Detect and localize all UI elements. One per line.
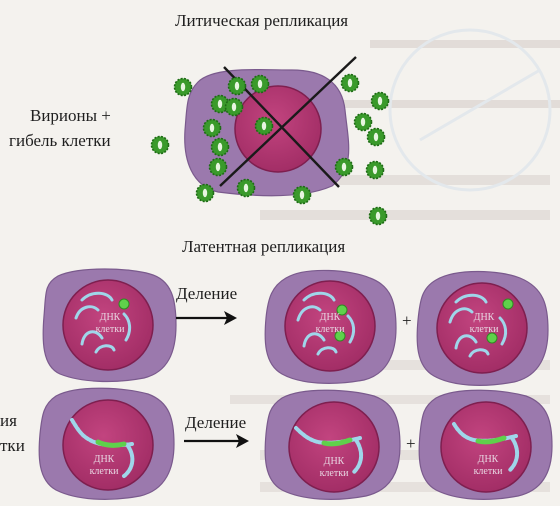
arrow-bottom [184, 434, 249, 448]
latent-cell-5: ДНК клетки [265, 390, 400, 499]
latent-cell-6-dna-label-2: клетки [474, 466, 504, 477]
latent-cell-1-episome [119, 299, 129, 309]
latent-cell-2: ДНК клетки [265, 270, 396, 383]
virion-icon [256, 118, 273, 135]
virion-icon [212, 139, 229, 156]
latent-cell-3-episome-1 [503, 299, 513, 309]
virion-icon [238, 180, 255, 197]
latent-cell-2-dna-label-2: клетки [316, 324, 346, 335]
virion-icon [372, 93, 389, 110]
latent-cell-1-dna-label-1: ДНК [100, 312, 121, 323]
virion-icon [252, 76, 269, 93]
latent-cell-4-dna-label-2: клетки [90, 466, 120, 477]
latent-cell-1-dna-label-2: клетки [96, 324, 126, 335]
virion-icon [370, 208, 387, 225]
latent-cell-6-dna-label-1: ДНК [478, 454, 499, 465]
virion-icon [342, 75, 359, 92]
virion-icon [367, 162, 384, 179]
latent-cell-3-dna-label-2: клетки [470, 324, 500, 335]
virion-icon [294, 187, 311, 204]
latent-cell-4: ДНК клетки [39, 388, 174, 499]
virion-icon [210, 159, 227, 176]
virion-icon [355, 114, 372, 131]
virion-icon [204, 120, 221, 137]
latent-cell-6: ДНК клетки [419, 390, 552, 499]
virion-icon [226, 99, 243, 116]
virion-icon [212, 96, 229, 113]
latent-cell-3: ДНК клетки [417, 272, 548, 386]
virion-icon [152, 137, 169, 154]
latent-cell-4-dna-label-1: ДНК [94, 454, 115, 465]
latent-cell-5-dna-label-2: клетки [320, 468, 350, 479]
virion-icon [229, 78, 246, 95]
latent-cell-2-dna-label-1: ДНК [320, 312, 341, 323]
latent-cell-1: ДНК клетки [43, 269, 176, 381]
virion-icon [197, 185, 214, 202]
arrow-top [176, 311, 237, 325]
latent-cell-3-dna-label-1: ДНК [474, 312, 495, 323]
virion-icon [336, 159, 353, 176]
virion-icon [175, 79, 192, 96]
latent-cell-5-dna-label-1: ДНК [324, 456, 345, 467]
virion-icon [368, 129, 385, 146]
